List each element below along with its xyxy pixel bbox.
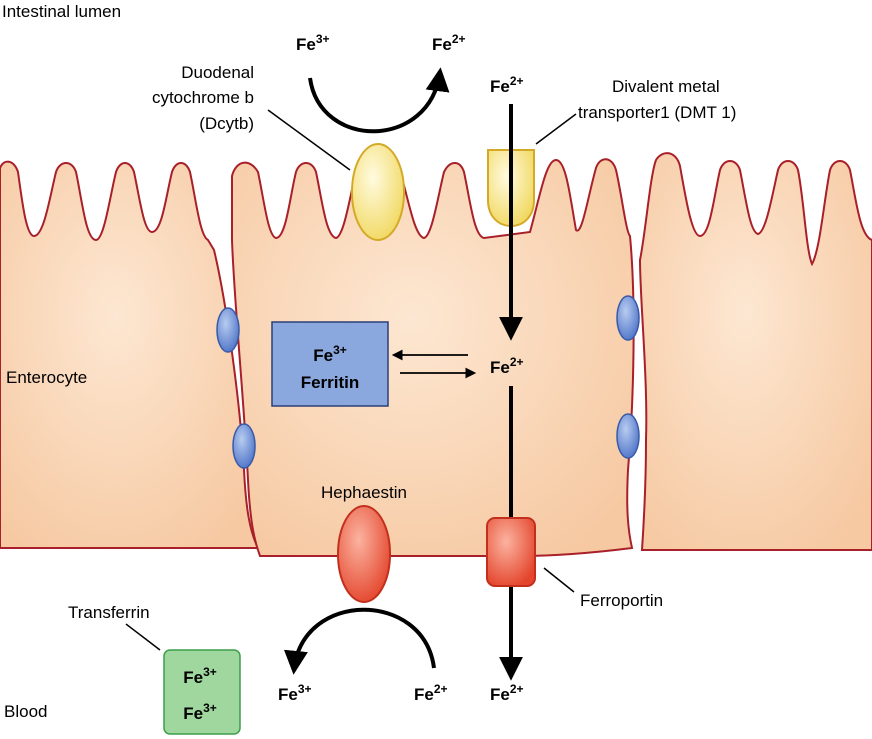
tight-junction-3 [616, 295, 640, 341]
dmt1-leader [535, 113, 577, 145]
ferritin-fe-label: Fe3+ [313, 343, 347, 365]
tight-junction-2 [232, 423, 256, 469]
dmt1-label-2: transporter1 (DMT 1) [578, 103, 736, 122]
dcytb-protein [351, 143, 405, 241]
hephaestin-label: Hephaestin [321, 483, 407, 502]
ion-blood-fe2-left: Fe2+ [414, 682, 448, 704]
dcytb-label-3: (Dcytb) [199, 114, 254, 133]
tight-junction-1 [216, 307, 240, 353]
ion-blood-fe2-right: Fe2+ [490, 682, 524, 704]
dcytb-leader [267, 109, 351, 171]
ferritin-box [271, 321, 389, 407]
transferrin-box [163, 649, 241, 735]
enterocyte-label: Enterocyte [6, 368, 87, 387]
ion-cell-fe2: Fe2+ [490, 355, 524, 377]
oxidation-arrow [284, 607, 436, 675]
dcytb-label-2: cytochrome b [152, 88, 254, 107]
ion-lumen-fe2-transport: Fe2+ [490, 74, 524, 96]
dmt1-label-1: Divalent metal [612, 77, 720, 96]
ion-lumen-fe2-left: Fe2+ [432, 32, 466, 54]
ion-lumen-fe3: Fe3+ [296, 32, 330, 54]
enterocyte-left [0, 160, 260, 549]
transferrin-label: Transferrin [68, 603, 150, 622]
transferrin-fe-2: Fe3+ [183, 701, 217, 723]
ion-blood-fe3: Fe3+ [278, 682, 312, 704]
reduction-arrow [308, 67, 450, 134]
enterocyte-middle [231, 158, 635, 557]
enterocyte-right [638, 152, 872, 551]
lumen-label: Intestinal lumen [2, 2, 121, 21]
blood-label: Blood [4, 702, 47, 721]
hephaestin-protein [337, 505, 391, 603]
transferrin-leader [125, 623, 161, 651]
ferroportin-label: Ferroportin [580, 591, 663, 610]
ferroportin-protein [486, 517, 536, 587]
tight-junction-4 [616, 413, 640, 459]
ferritin-label: Ferritin [301, 373, 360, 392]
dcytb-label-1: Duodenal [181, 63, 254, 82]
transferrin-fe-1: Fe3+ [183, 665, 217, 687]
ferroportin-leader [543, 567, 575, 593]
